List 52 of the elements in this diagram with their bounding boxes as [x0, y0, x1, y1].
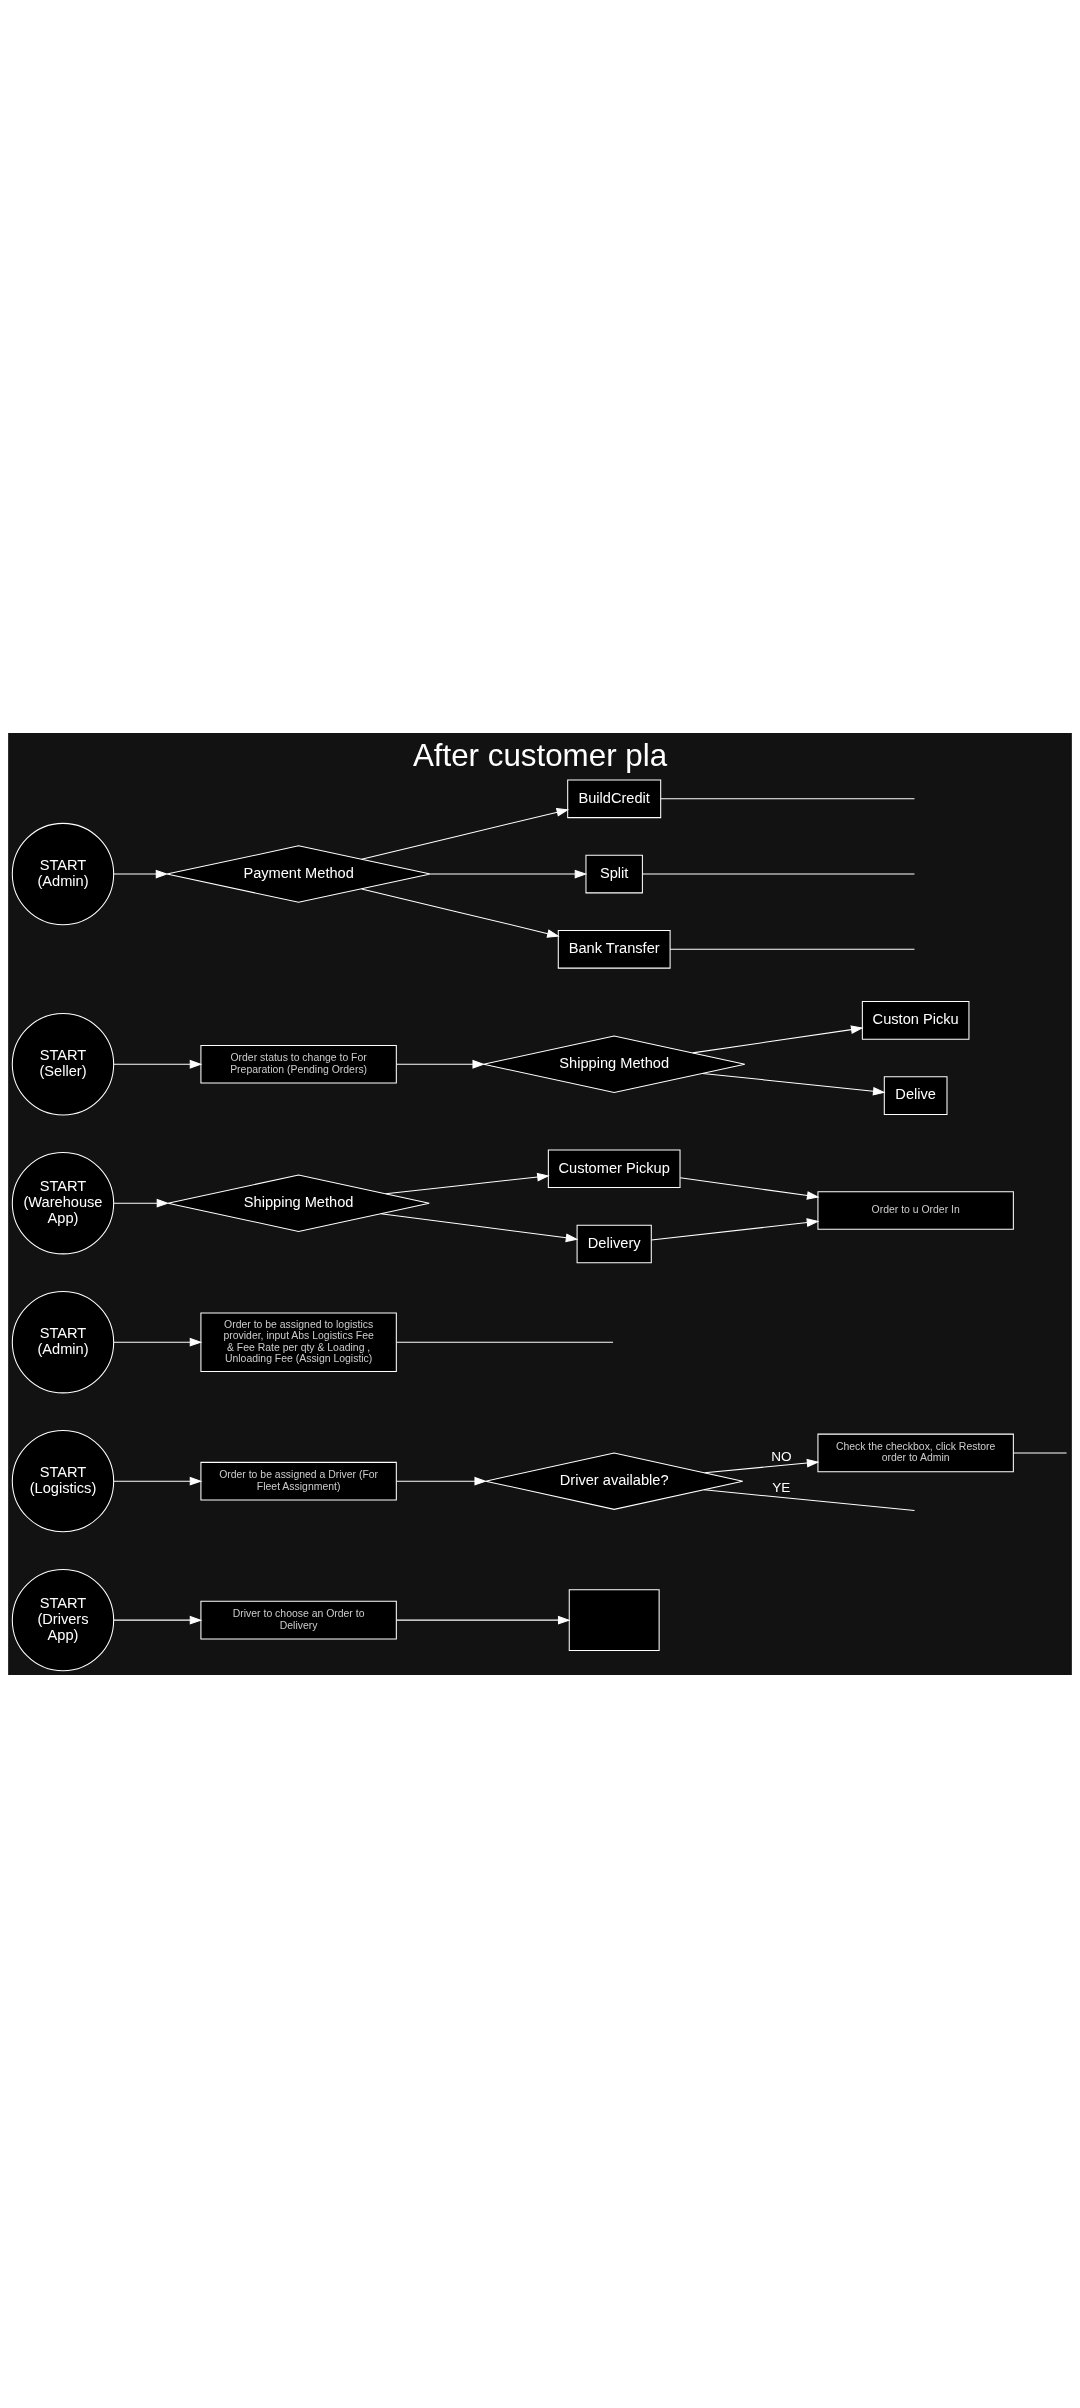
node-box: Split: [585, 854, 643, 894]
arrow: [361, 808, 570, 860]
arrow: [113, 1337, 203, 1347]
edge-label: NO: [771, 1448, 792, 1464]
arrow: [113, 1198, 170, 1208]
node-circle: START (Drivers App): [11, 1568, 115, 1672]
arrow: [679, 1177, 820, 1200]
node-circle: START (Seller): [11, 1013, 115, 1116]
node-diamond: Payment Method: [166, 845, 431, 903]
node-circle: START (Admin): [11, 822, 115, 926]
node-box: Custon Picku: [861, 1001, 970, 1040]
connector: [703, 1489, 916, 1511]
connector: [642, 873, 915, 875]
node-box: Delivery: [576, 1224, 652, 1264]
arrow: [113, 1059, 203, 1069]
node-box: Driver to choose an Order to Delivery: [200, 1600, 397, 1640]
node-box: Delive: [883, 1076, 948, 1115]
connector: [1012, 1452, 1068, 1454]
arrow: [113, 869, 169, 879]
arrow: [396, 1615, 571, 1625]
connector: [660, 798, 915, 800]
arrow: [702, 1072, 886, 1096]
arrow: [692, 1025, 864, 1054]
node-box: Bank Transfer: [557, 929, 671, 969]
arrow: [396, 1059, 485, 1069]
arrow: [429, 869, 588, 879]
node-box: Order to u Order In: [817, 1191, 1014, 1230]
node-circle: START (Admin): [11, 1291, 115, 1394]
node-box: Check the checkbox, click Restore order to Admin: [817, 1433, 1014, 1473]
node-box: Order to be assigned to logistics provider, input Abs Logistics Fee & Fee Rate per qty & Loading , Unloading Fee (Assign Logistic): [200, 1312, 397, 1372]
node-box: BuildCredit: [567, 779, 662, 819]
arrow: [396, 1476, 487, 1486]
node-box: Order status to change to For Preparation (Pending Orders): [200, 1044, 397, 1084]
arrow: [113, 1476, 203, 1486]
arrow: [113, 1615, 203, 1625]
node-box: Order to be assigned a Driver (For Fleet Assignment): [200, 1461, 397, 1501]
diagram-title: After customer pla: [412, 738, 668, 774]
node-box: Customer Pickup: [547, 1149, 681, 1189]
arrow: [380, 1213, 579, 1243]
connector: [396, 1341, 614, 1343]
node-box: [568, 1589, 660, 1651]
arrow: [361, 888, 560, 938]
arrow: [704, 1458, 820, 1474]
arrow: [650, 1218, 820, 1241]
node-diamond: Shipping Method: [167, 1174, 430, 1232]
node-diamond: Driver available?: [485, 1452, 744, 1510]
arrow: [385, 1172, 550, 1195]
edge-label: YE: [772, 1480, 791, 1496]
node-circle: START (Warehouse App): [11, 1152, 115, 1255]
connector: [669, 948, 915, 950]
node-circle: START (Logistics): [11, 1429, 115, 1533]
node-diamond: Shipping Method: [483, 1035, 746, 1093]
